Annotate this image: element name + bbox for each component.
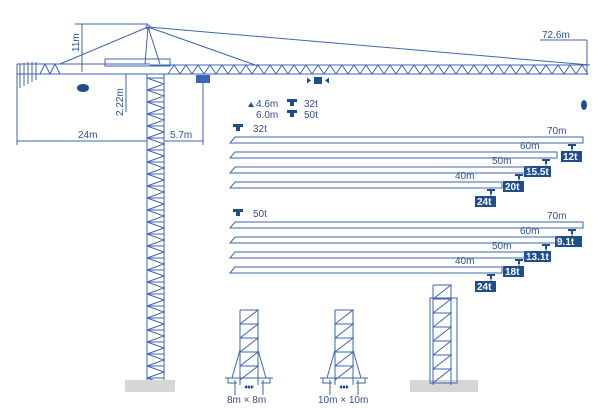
dim-trolley-height: 2.22m <box>115 88 126 116</box>
radius-label: 60m <box>520 141 539 152</box>
load-value: 20t <box>505 182 520 193</box>
load-badge <box>524 251 551 262</box>
load-badge <box>475 281 496 292</box>
load-badge <box>503 181 524 192</box>
hook-heights: 4.6m 32t 6.0m 50t <box>248 99 318 121</box>
hook-icon <box>487 274 495 279</box>
crane-structure <box>16 24 591 392</box>
base-tower <box>410 284 478 392</box>
load-value: 13.1t <box>526 252 549 263</box>
load-row: 40m 24t <box>228 171 503 208</box>
load-row: 60m 13.1t <box>228 226 558 263</box>
load-value: 15.5t <box>526 167 549 178</box>
hook-height-1: 4.6m <box>256 99 278 110</box>
tower-mast <box>125 74 175 392</box>
radius-bar <box>228 181 503 189</box>
radius-label: 70m <box>547 126 566 137</box>
hook-capacity-label: 50t <box>253 209 267 220</box>
load-group: 50t 70m 9.1t 60m 13.1t 50m 18t 40m 24t <box>228 209 584 293</box>
radius-bar <box>228 236 558 244</box>
radius-label: 40m <box>455 256 474 267</box>
radius-label: 70m <box>547 211 566 222</box>
load-value: 18t <box>505 267 520 278</box>
load-row: 50m 20t <box>228 156 531 193</box>
apex-and-ties <box>59 24 591 67</box>
hook-capacity-1: 32t <box>304 99 318 110</box>
load-row: 50m 18t <box>228 241 531 278</box>
hook-icon <box>568 144 576 149</box>
hook-block-icon <box>287 110 297 117</box>
load-badge <box>561 151 582 162</box>
base-tower <box>225 309 273 395</box>
hook-height-2: 6.0m <box>256 110 278 121</box>
trolley-travel-icon <box>307 77 329 84</box>
load-badge <box>475 196 496 207</box>
hook-end-icon <box>581 100 587 110</box>
hook-icon <box>542 159 550 164</box>
load-badge <box>555 236 582 247</box>
load-row: 60m 15.5t <box>228 141 558 178</box>
load-value: 24t <box>477 197 492 208</box>
triangle-icon <box>248 102 254 107</box>
hook-icon <box>542 244 550 249</box>
load-value: 24t <box>477 282 492 293</box>
radius-label: 40m <box>455 171 474 182</box>
base-tower <box>320 309 368 395</box>
dim-tower-offset: 5.7m <box>170 130 192 141</box>
load-value: 12t <box>563 152 578 163</box>
tower-foundation <box>125 380 175 392</box>
load-badge <box>524 166 551 177</box>
ground-foundation <box>410 380 478 392</box>
hook-block-icon <box>233 209 243 216</box>
radius-bar <box>228 151 558 159</box>
load-row: 40m 24t <box>228 256 503 293</box>
load-row: 70m 12t <box>228 126 584 163</box>
base-label-1: 8m × 8m <box>227 395 266 406</box>
radius-bar <box>228 136 584 144</box>
hook-block-icon <box>287 99 297 106</box>
dimension-lines: 11m 72.6m 24m 5.7m 2.22m <box>16 23 588 145</box>
counterweight-icon <box>77 84 89 92</box>
load-value: 9.1t <box>557 237 575 248</box>
hook-icon <box>487 189 495 194</box>
base-towers <box>225 284 478 395</box>
load-badge <box>503 266 524 277</box>
hook-icon <box>515 174 523 179</box>
radius-bar <box>228 166 531 174</box>
span-arrow-icon <box>244 385 254 389</box>
dim-jib-length: 72.6m <box>542 30 570 41</box>
hook-icon <box>515 259 523 264</box>
base-label-2: 10m × 10m <box>318 395 368 406</box>
jib <box>150 64 589 75</box>
hook-block-icon <box>233 124 243 131</box>
radius-bar <box>228 251 531 259</box>
radius-bar <box>228 221 584 229</box>
radius-label: 50m <box>492 241 511 252</box>
hook-capacity-2: 50t <box>304 110 318 121</box>
radius-bar <box>228 266 503 274</box>
hook-icon <box>568 229 576 234</box>
radius-label: 60m <box>520 226 539 237</box>
hook-capacity-label: 32t <box>253 124 267 135</box>
radius-label: 50m <box>492 156 511 167</box>
dim-counter-jib: 24m <box>78 130 97 141</box>
load-group: 32t 70m 12t 60m 15.5t 50m 20t 40m 24t <box>228 124 584 208</box>
load-row: 70m 9.1t <box>228 211 584 248</box>
span-arrow-icon <box>339 385 349 389</box>
dim-height-top: 11m <box>71 33 82 52</box>
